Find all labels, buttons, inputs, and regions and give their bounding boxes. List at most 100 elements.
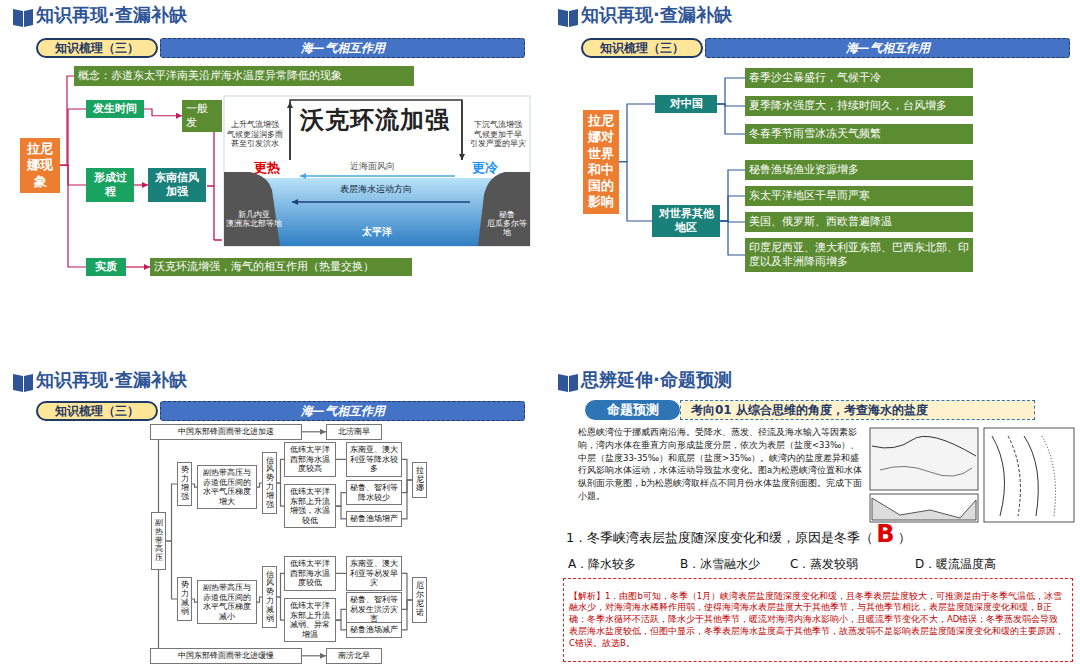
temperature-tag: 更热 [254,160,280,176]
answer-letter: B [876,522,894,546]
node-text: 形成过程 [89,171,131,199]
connector [60,76,74,165]
map-figure [870,428,978,490]
section-tab: 知识梳理（三） [36,38,158,58]
leaf-box: 美国、俄罗斯、西欧普遍降温 [745,212,973,232]
seabed-profile [872,498,976,520]
connector [336,506,346,519]
node-text: 东南亚、澳大利亚等易发旱灾 [349,559,399,588]
node-text: 信风势力增强 [266,457,274,510]
node-text: 沃克环流增强，海气的相互作用（热量交换） [154,260,374,274]
leaf-box: 秘鲁渔场渔业资源增多 [745,160,973,180]
topic-bar: 海—气相互作用 [160,38,525,58]
branch-box: 实质 [86,258,126,276]
vertical-box: 信风势力减弱 [262,566,277,628]
node-text: 冬春季节雨雪冰冻天气频繁 [749,127,881,141]
book-icon [13,374,23,392]
node-text: 厄尔尼诺 [416,582,424,617]
book-icon [569,374,578,392]
process-box: 低纬太平洋东部上升流增强，水温较低 [284,484,336,528]
book-icon [558,9,568,27]
leaf-box: 沃克环流增强，海气的相互作用（热量交换） [150,258,412,276]
connector [302,655,326,656]
node-text: 春季沙尘暴盛行，气候干冷 [749,71,881,85]
topic-bar: 海—气相互作用 [160,401,525,421]
process-box: 副热带高压与赤道低压间的水平气压梯度减小 [197,580,257,624]
vertical-box: 拉尼娜 [412,462,427,498]
connector [277,597,284,620]
node-text: 概念：赤道东太平洋南美沿岸海水温度异常降低的现象 [78,69,342,83]
connector [166,541,177,599]
connector [302,431,326,432]
node-text: 发生时间 [93,102,137,116]
salinity-curve [1042,436,1056,516]
connector [402,459,412,480]
picture-note: 下沉气流增强 气候更加干旱 引发严重的旱灾 [468,120,528,149]
node-text: 低纬太平洋西部海水温度较高 [287,445,333,474]
node-text: 海—气相互作用 [301,404,385,419]
book-icon [558,374,568,392]
header-rule [10,395,535,397]
process-box: 低纬太平洋西部海水温度较高 [284,442,336,477]
salinity-curve [1024,436,1038,516]
node-text: 知识梳理（三） [55,41,139,56]
connector [336,609,346,620]
branch-box: 对中国 [655,95,717,113]
node-text: 一般发 [186,102,218,130]
book-icon [13,9,23,27]
header-rule [555,395,1075,397]
picture-note: 上升气流增强 气候更湿润多雨 甚至引发洪水 [225,120,285,149]
vertical-box: 副热带高压 [151,512,166,570]
section-header: 知识再现·查漏补缺 [36,371,187,389]
connector [134,184,148,185]
picture-title: 沃克环流加强 [300,106,450,135]
root-node: 拉尼娜对世界和中国的影响 [583,110,619,214]
connector [144,109,182,116]
process-box: 低纬太平洋东部上升流减弱、异常增温 [284,598,336,642]
node-text: 信风势力减弱 [266,571,274,624]
node-text: 知识梳理（三） [600,41,684,56]
node-text: 拉尼娜 [416,467,424,493]
node-text: 势力减弱 [181,581,189,616]
node-text: 副热带高压与赤道低压间的水平气压梯度减小 [200,583,254,621]
node-text: 秘鲁、智利等降水较少 [349,483,399,502]
branch-box: 对世界其他地区 [652,205,720,237]
node-text: 副热带高压 [155,519,163,563]
node-text: 美国、俄罗斯、西欧普遍降温 [749,215,892,229]
connector [277,483,284,506]
process-box: 低纬太平洋西部海水温度较低 [284,556,336,591]
place-label: 秘鲁 厄瓜多尔等地 [484,210,530,237]
leaf-box: 春季沙尘暴盛行，气候干冷 [745,68,973,88]
node-text: 东太平洋地区干旱而严寒 [749,189,870,203]
result-box: 秘鲁渔场减产 [346,622,402,638]
fjord-line [880,466,972,476]
section-header: 知识再现·查漏补缺 [36,6,187,24]
leaf-box: 夏季降水强度大，持续时间久，台风增多 [745,96,973,116]
node-text: 秘鲁渔场增产 [350,514,398,524]
concept-box: 概念：赤道东太平洋南美沿岸海水温度异常降低的现象 [74,66,414,86]
process-box: 中国东部锋面雨带北进加速 [150,424,302,440]
process-box: 中国东部锋面雨带北进缓慢 [150,648,302,664]
connector [619,104,655,162]
temperature-tag: 更冷 [472,160,498,176]
node-text: 低纬太平洋东部上升流减弱、异常增温 [287,601,333,639]
node-text: 【解析】1．由图b可知，冬季（1月）峡湾表层盐度随深度变化和缓，且冬季表层盐度较… [569,591,1067,650]
question-text: 1．冬季峡湾表层盐度随深度变化和缓，原因是冬季（ [566,530,873,546]
salinity-curve [1008,436,1020,516]
question-stem: 松恩峡湾位于挪威西南沿海。受降水、蒸发、径流及海水输入等因素影响，湾内水体在垂直… [578,426,863,503]
result-box: 秘鲁、智利等降水较少 [346,480,402,505]
connector [402,600,412,630]
topic-bar: 考向01 从综合思维的角度，考查海水的盐度 [680,400,1035,420]
salinity-chart [984,428,1074,522]
book-icon [24,9,33,27]
header-rule [10,32,535,34]
leaf-box: 东太平洋地区干旱而严寒 [745,186,973,206]
wind-arrow [300,175,455,177]
place-label: 新几内亚 澳洲东北部等地 [226,210,282,228]
answer-option: D．暖流温度高 [915,557,996,571]
node-text: 低纬太平洋西部海水温度较低 [287,559,333,588]
answer-option: C．蒸发较弱 [790,557,858,571]
connector [158,570,159,648]
result-box: 秘鲁渔场增产 [346,511,402,527]
